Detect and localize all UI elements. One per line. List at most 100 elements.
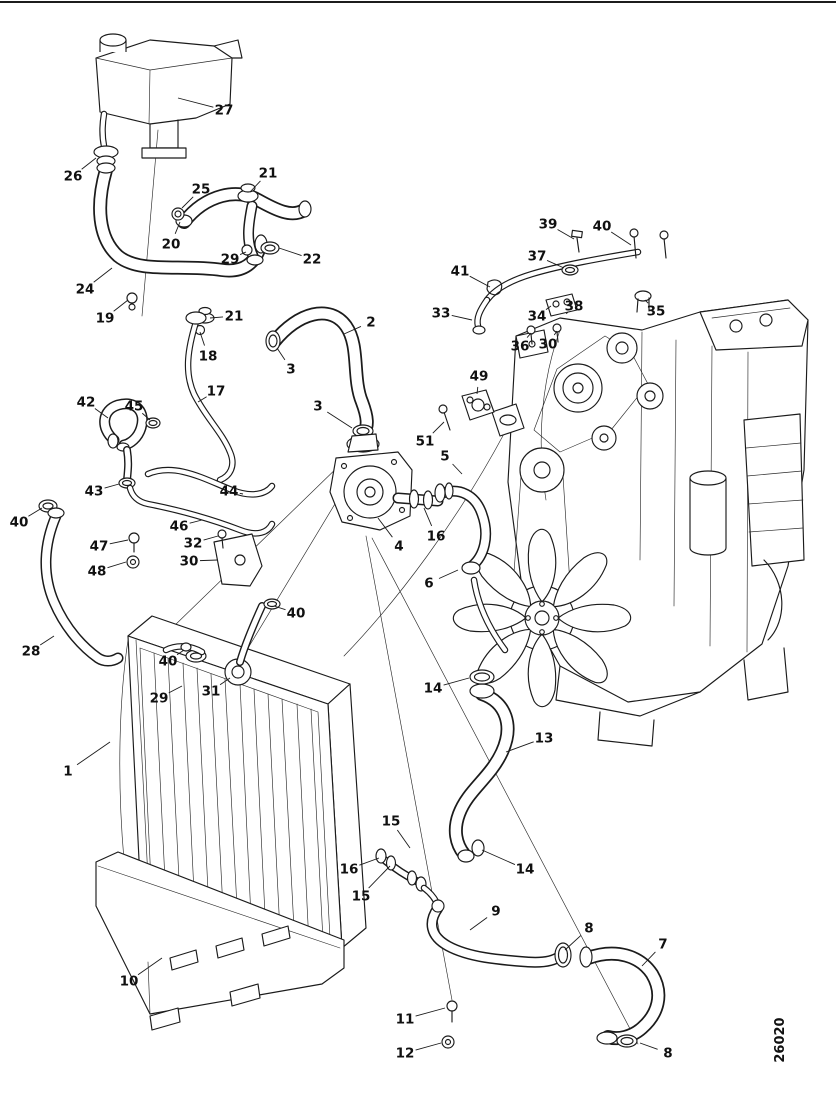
callout-label-40: 40 xyxy=(10,515,29,531)
callout-leader-29 xyxy=(239,251,247,256)
callout-label-3: 3 xyxy=(313,399,322,415)
callout-label-14: 14 xyxy=(516,862,535,878)
upper-hoses-drawing xyxy=(93,162,380,484)
callout-leader-30 xyxy=(199,559,219,562)
lower-bracket-10 xyxy=(95,851,345,1031)
callout-leader-21 xyxy=(209,316,224,319)
callout-leader-40 xyxy=(28,507,43,517)
callout-label-14: 14 xyxy=(424,681,443,697)
clamp-16c xyxy=(385,855,397,871)
bolt-11 xyxy=(446,1000,458,1012)
callout-leader-22 xyxy=(278,247,302,256)
callout-label-46: 46 xyxy=(170,519,189,535)
callout-label-32: 32 xyxy=(184,536,203,552)
drawing-number: 26020 xyxy=(773,1017,788,1062)
callout-label-16: 16 xyxy=(427,529,446,545)
callout-leader-25 xyxy=(181,196,194,209)
callout-leader-40 xyxy=(610,231,632,246)
callout-leader-40 xyxy=(176,649,185,656)
callout-label-16: 16 xyxy=(340,862,359,878)
callout-label-9: 9 xyxy=(491,904,500,920)
callout-label-2: 2 xyxy=(366,315,375,331)
expansion-tank-drawing xyxy=(93,33,243,167)
callout-label-12: 12 xyxy=(396,1046,415,1062)
callout-leader-19 xyxy=(113,299,129,312)
callout-leader-28 xyxy=(39,635,55,646)
callout-label-3: 3 xyxy=(286,362,295,378)
callout-label-38: 38 xyxy=(565,299,584,315)
bolt-39 xyxy=(571,229,583,239)
callout-leader-46 xyxy=(189,519,203,524)
callout-leader-39 xyxy=(557,229,575,240)
callout-label-40: 40 xyxy=(593,219,612,235)
callout-leader-51 xyxy=(432,421,445,434)
callout-leader-18 xyxy=(199,331,205,346)
callout-label-39: 39 xyxy=(539,217,558,233)
callout-leader-11 xyxy=(415,1007,446,1017)
callout-leader-3 xyxy=(326,411,353,429)
callout-label-11: 11 xyxy=(396,1012,415,1028)
callout-leader-24 xyxy=(93,267,113,283)
callout-label-7: 7 xyxy=(658,937,667,953)
callout-label-51: 51 xyxy=(416,434,435,450)
callout-leader-8 xyxy=(639,1042,658,1050)
callout-label-40: 40 xyxy=(287,606,306,622)
pipe-clip xyxy=(486,279,503,296)
clamp-19 xyxy=(126,292,138,304)
callout-leader-15 xyxy=(396,829,411,849)
callout-label-43: 43 xyxy=(85,484,104,500)
clamp-16a xyxy=(408,489,420,509)
callout-label-29: 29 xyxy=(150,691,169,707)
callout-label-28: 28 xyxy=(22,644,41,660)
callout-leader-32 xyxy=(203,535,219,541)
lower-hoses-drawing xyxy=(375,669,666,1049)
callout-leader-17 xyxy=(197,396,207,403)
callout-label-30: 30 xyxy=(539,337,558,353)
callout-label-44: 44 xyxy=(220,484,239,500)
callout-label-21: 21 xyxy=(225,309,244,325)
callout-label-35: 35 xyxy=(647,304,666,320)
callout-leader-20 xyxy=(174,221,181,234)
callout-label-15: 15 xyxy=(382,814,401,830)
fan-drawing xyxy=(452,528,632,708)
callout-label-41: 41 xyxy=(451,264,470,280)
callout-label-22: 22 xyxy=(303,252,322,268)
callout-label-6: 6 xyxy=(424,576,433,592)
callout-leader-27 xyxy=(177,97,214,108)
callout-label-8: 8 xyxy=(663,1046,672,1062)
callout-leader-12 xyxy=(415,1042,442,1051)
oil-filter xyxy=(689,470,727,556)
callout-leader-2 xyxy=(343,326,362,335)
callout-label-26: 26 xyxy=(64,169,83,185)
callout-label-47: 47 xyxy=(90,539,109,555)
callout-leader-42 xyxy=(94,408,109,419)
callout-label-33: 33 xyxy=(432,306,451,322)
callout-label-36: 36 xyxy=(511,339,530,355)
callout-label-27: 27 xyxy=(215,103,234,119)
bolt-47 xyxy=(128,532,140,544)
callout-leader-6 xyxy=(438,569,459,579)
callout-leader-3 xyxy=(276,347,286,361)
valve-cover xyxy=(699,299,809,351)
callout-leader-13 xyxy=(505,741,534,753)
bolt-32 xyxy=(217,529,227,539)
callout-leader-10 xyxy=(137,957,163,976)
callout-leader-1 xyxy=(76,741,111,766)
callout-label-13: 13 xyxy=(535,731,554,747)
callout-label-49: 49 xyxy=(470,369,489,385)
callout-leader-45 xyxy=(141,412,151,421)
callout-leader-29 xyxy=(168,685,183,694)
callout-label-8: 8 xyxy=(584,921,593,937)
callout-label-34: 34 xyxy=(528,309,547,325)
tank-cap xyxy=(99,33,127,47)
callout-label-21: 21 xyxy=(259,166,278,182)
callout-label-4: 4 xyxy=(394,539,403,555)
callout-leader-43 xyxy=(104,483,120,489)
bolt-51 xyxy=(438,404,448,414)
callout-leader-40 xyxy=(273,605,286,611)
clamp-15 xyxy=(406,870,418,886)
callout-leader-35 xyxy=(644,299,649,304)
